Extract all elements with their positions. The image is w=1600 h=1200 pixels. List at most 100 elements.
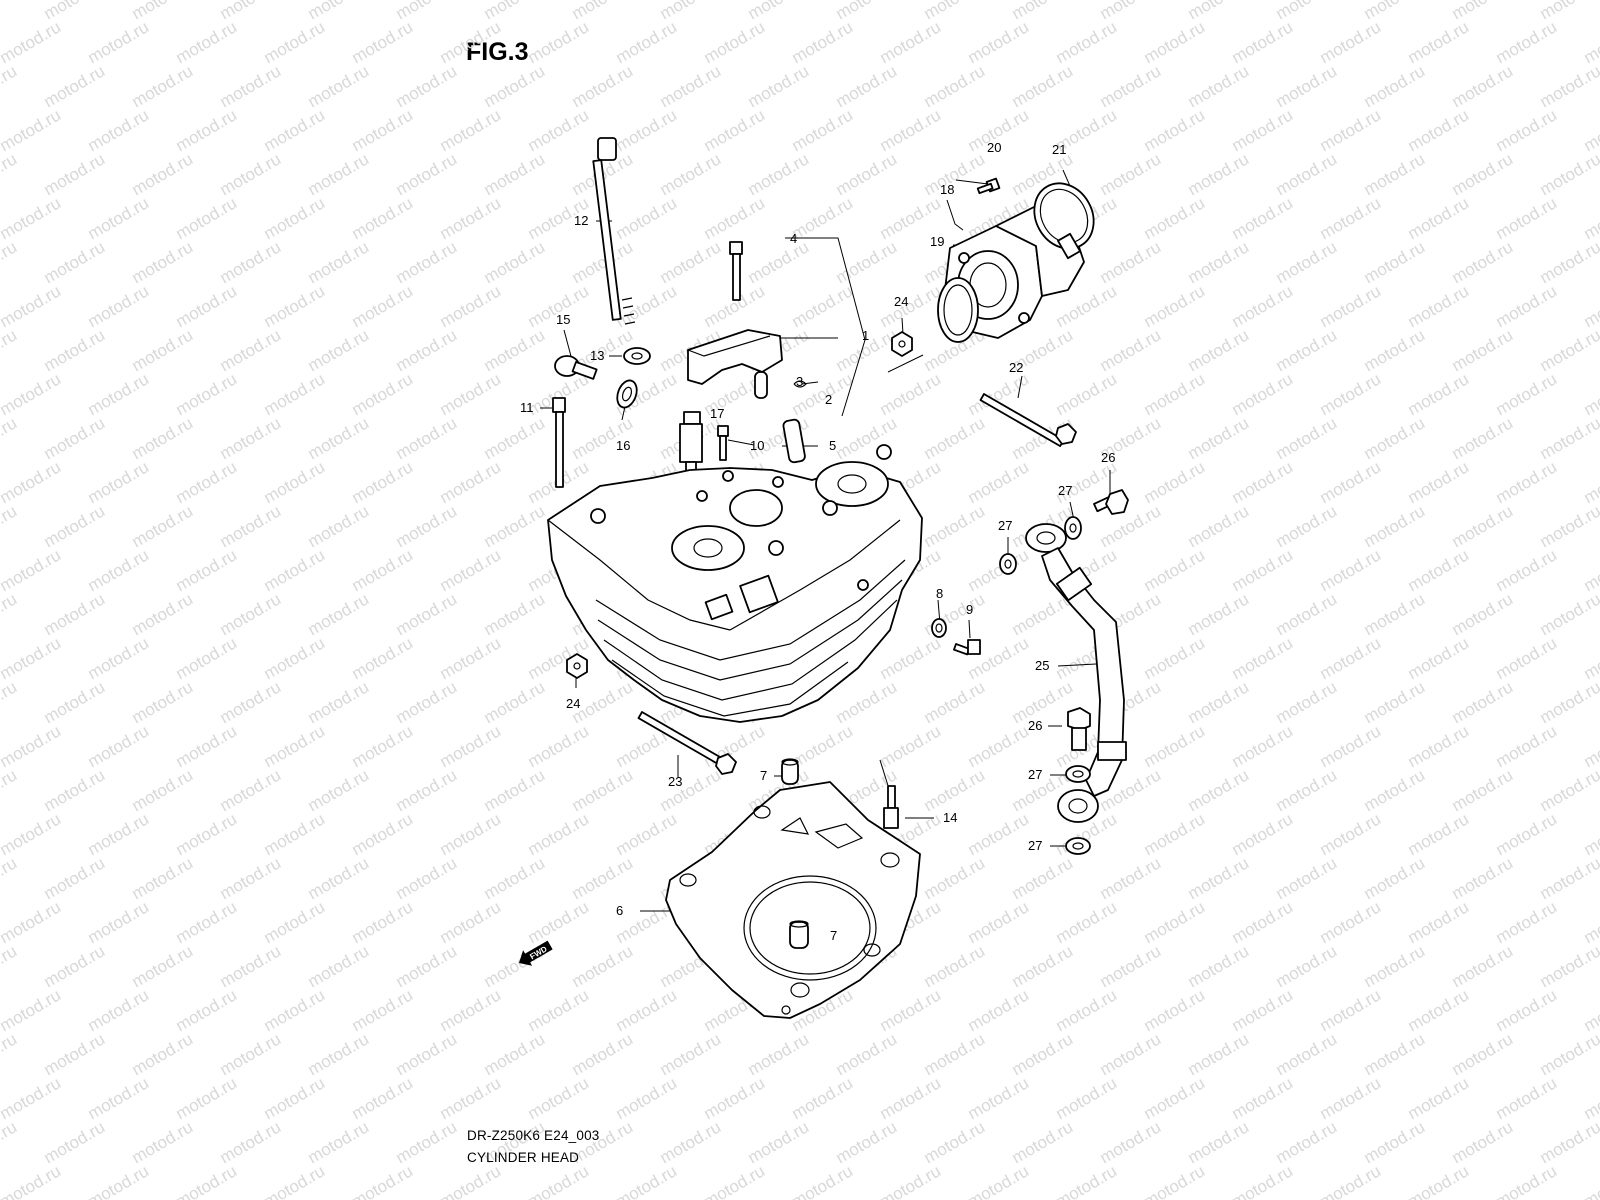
watermark-text: motod.ru xyxy=(877,17,945,67)
watermark-text: motod.ru xyxy=(437,809,505,859)
bolt-9 xyxy=(953,639,981,656)
watermark-text: motod.ru xyxy=(1229,1161,1297,1200)
watermark-text: motod.ru xyxy=(349,17,417,67)
bolt-23 xyxy=(637,711,737,775)
watermark-text: motod.ru xyxy=(1361,765,1429,815)
watermark-text: motod.ru xyxy=(701,1161,769,1200)
watermark-text: motod.ru xyxy=(0,897,64,947)
watermark-text: motod.ru xyxy=(921,501,989,551)
watermark-text: motod.ru xyxy=(657,765,725,815)
nut-24-lower xyxy=(566,653,588,679)
watermark-text: motod.ru xyxy=(0,765,20,815)
watermark-text: motod.ru xyxy=(701,1073,769,1123)
watermark-text: motod.ru xyxy=(1097,149,1165,199)
watermark-text: motod.ru xyxy=(921,853,989,903)
watermark-text: motod.ru xyxy=(261,1073,329,1123)
dowel-7-lower xyxy=(789,920,809,949)
watermark-text: motod.ru xyxy=(1097,61,1165,111)
watermark-text: motod.ru xyxy=(1141,1073,1209,1123)
watermark-text: motod.ru xyxy=(921,413,989,463)
model-code-caption: DR-Z250K6 E24_003 xyxy=(467,1128,600,1143)
watermark-text: motod.ru xyxy=(1361,853,1429,903)
watermark-text: motod.ru xyxy=(1449,61,1517,111)
watermark-text: motod.ru xyxy=(437,897,505,947)
watermark-text: motod.ru xyxy=(701,17,769,67)
watermark-text: motod.ru xyxy=(1097,853,1165,903)
callout-9: 9 xyxy=(966,602,973,617)
watermark-text: motod.ru xyxy=(129,61,197,111)
watermark-text: motod.ru xyxy=(1493,633,1561,683)
watermark-text: motod.ru xyxy=(613,1073,681,1123)
callout-17: 17 xyxy=(710,406,724,421)
watermark-text: motod.ru xyxy=(1581,1073,1600,1123)
watermark-text: motod.ru xyxy=(1317,985,1385,1035)
watermark-text: motod.ru xyxy=(129,677,197,727)
watermark-text: motod.ru xyxy=(1405,721,1473,771)
watermark-text: motod.ru xyxy=(569,853,637,903)
watermark-text: motod.ru xyxy=(1537,501,1600,551)
washer-8 xyxy=(931,618,947,638)
watermark-text: motod.ru xyxy=(1493,457,1561,507)
watermark-text: motod.ru xyxy=(1317,281,1385,331)
cylinder-head-body xyxy=(547,444,923,723)
watermark-text: motod.ru xyxy=(1273,765,1341,815)
watermark-text: motod.ru xyxy=(481,589,549,639)
watermark-text: motod.ru xyxy=(1537,1029,1600,1079)
watermark-text: motod.ru xyxy=(349,809,417,859)
watermark-text: motod.ru xyxy=(965,1073,1033,1123)
cam-cap-1 xyxy=(687,329,783,385)
watermark-text: motod.ru xyxy=(1405,281,1473,331)
watermark-text: motod.ru xyxy=(877,105,945,155)
watermark-text: motod.ru xyxy=(129,237,197,287)
callout-26-upper: 26 xyxy=(1101,450,1115,465)
callout-labels: 1 2 3 4 5 6 7 7 8 9 10 11 12 13 14 15 16… xyxy=(520,140,1115,943)
watermark-text: motod.ru xyxy=(173,105,241,155)
watermark-text: motod.ru xyxy=(41,589,109,639)
watermark-text: motod.ru xyxy=(1273,1117,1341,1167)
watermark-text: motod.ru xyxy=(1537,61,1600,111)
watermark-text: motod.ru xyxy=(261,633,329,683)
watermark-text: motod.ru xyxy=(921,61,989,111)
watermark-text: motod.ru xyxy=(173,17,241,67)
watermark-text: motod.ru xyxy=(745,237,813,287)
callout-27-b: 27 xyxy=(998,518,1012,533)
watermark-text: motod.ru xyxy=(833,61,901,111)
watermark-text: motod.ru xyxy=(1097,325,1165,375)
watermark-text: motod.ru xyxy=(0,325,20,375)
watermark-text: motod.ru xyxy=(1317,809,1385,859)
watermark-text: motod.ru xyxy=(1273,413,1341,463)
watermark-text: motod.ru xyxy=(481,413,549,463)
watermark-text: motod.ru xyxy=(1493,897,1561,947)
watermark-text: motod.ru xyxy=(305,853,373,903)
watermark-text: motod.ru xyxy=(1537,853,1600,903)
watermark-text: motod.ru xyxy=(85,897,153,947)
union-bolt-26-lower xyxy=(1067,707,1091,751)
watermark-text: motod.ru xyxy=(0,17,64,67)
watermark-text: motod.ru xyxy=(173,369,241,419)
gasket-washer-27-b xyxy=(999,553,1017,575)
callout-16: 16 xyxy=(616,438,630,453)
watermark-text: motod.ru xyxy=(0,941,20,991)
watermark-text: motod.ru xyxy=(1185,589,1253,639)
callout-8: 8 xyxy=(936,586,943,601)
watermark-text: motod.ru xyxy=(41,941,109,991)
watermark-text: motod.ru xyxy=(393,501,461,551)
watermark-text: motod.ru xyxy=(1493,1161,1561,1200)
nut-24-upper xyxy=(891,331,913,357)
watermark-text: motod.ru xyxy=(1537,765,1600,815)
watermark-text: motod.ru xyxy=(1581,193,1600,243)
watermark-text: motod.ru xyxy=(877,633,945,683)
watermark-text: motod.ru xyxy=(1273,941,1341,991)
watermark-text: motod.ru xyxy=(0,985,64,1035)
watermark-text: motod.ru xyxy=(349,1161,417,1200)
watermark-text: motod.ru xyxy=(129,1117,197,1167)
callout-14: 14 xyxy=(943,810,957,825)
watermark-text: motod.ru xyxy=(1537,413,1600,463)
watermark-text: motod.ru xyxy=(1361,501,1429,551)
watermark-text: motod.ru xyxy=(1449,501,1517,551)
watermark-text: motod.ru xyxy=(613,1161,681,1200)
watermark-text: motod.ru xyxy=(305,1117,373,1167)
watermark-text: motod.ru xyxy=(877,721,945,771)
callout-27-a: 27 xyxy=(1058,483,1072,498)
watermark-text: motod.ru xyxy=(1229,633,1297,683)
